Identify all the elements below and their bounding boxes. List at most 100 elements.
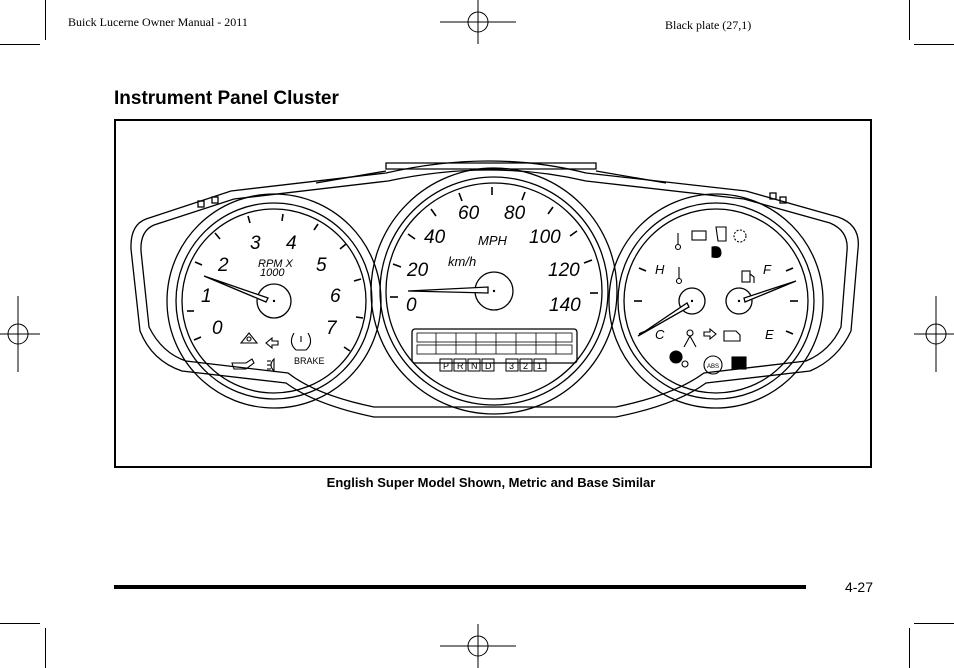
abs-icon bbox=[703, 355, 723, 375]
tachometer-hub-pin bbox=[272, 299, 276, 303]
tachometer-number: 5 bbox=[316, 255, 327, 276]
door-ajar-icon bbox=[715, 226, 727, 242]
prnd-letter: 1 bbox=[537, 361, 542, 371]
registration-mark bbox=[440, 0, 516, 44]
tachometer-needle bbox=[203, 275, 269, 303]
trim-tab bbox=[769, 192, 777, 200]
speedometer-number: 60 bbox=[458, 203, 480, 224]
speedometer-number: 100 bbox=[529, 227, 561, 248]
trim-tab bbox=[779, 196, 787, 204]
registration-mark bbox=[440, 624, 516, 668]
tachometer-number: 3 bbox=[250, 233, 261, 254]
brake-warning-label: BRAKE bbox=[294, 356, 325, 366]
page-number: 4-27 bbox=[844, 579, 873, 595]
speedometer-needle bbox=[407, 286, 489, 294]
speedometer-face bbox=[385, 182, 603, 400]
battery-icon bbox=[691, 230, 707, 241]
prnd-letter: 2 bbox=[523, 361, 528, 371]
message-display bbox=[411, 328, 578, 364]
coolant-temp-icon bbox=[674, 233, 682, 251]
right-gauge-face bbox=[623, 208, 809, 394]
abs-label: ABS bbox=[707, 364, 719, 370]
temp-hub-pin bbox=[690, 299, 694, 303]
tachometer-number: 0 bbox=[212, 318, 223, 339]
display-segments bbox=[416, 332, 573, 355]
fuel-full-label: F bbox=[763, 262, 772, 277]
section-title: Instrument Panel Cluster bbox=[114, 88, 339, 109]
prnd-letter: D bbox=[485, 361, 492, 371]
tire-pressure-icon bbox=[290, 332, 312, 351]
speedometer-bezel bbox=[379, 176, 609, 406]
instrument-cluster-illustration: 0 1 2 3 4 5 6 7 RPM X 1000 BRAKE 0 20 40… bbox=[130, 160, 859, 418]
tachometer-ticks bbox=[187, 213, 364, 352]
cluster-housing-outline bbox=[130, 160, 859, 418]
crop-mark bbox=[45, 628, 46, 668]
temp-gauge-hub bbox=[678, 287, 706, 315]
traction-icon bbox=[733, 229, 747, 243]
speedometer-number: 80 bbox=[504, 203, 526, 224]
check-engine-icon bbox=[723, 330, 741, 342]
top-trim-strip bbox=[315, 170, 667, 184]
prnd-letter: P bbox=[443, 361, 449, 371]
tachometer-number: 7 bbox=[326, 318, 338, 339]
fuel-gauge-hub bbox=[725, 287, 753, 315]
crop-mark bbox=[914, 623, 954, 624]
cluster-figure: 0 1 2 3 4 5 6 7 RPM X 1000 BRAKE 0 20 40… bbox=[114, 119, 872, 468]
right-gauge-bezel bbox=[617, 202, 815, 400]
prnd-letter: R bbox=[457, 361, 464, 371]
registration-mark bbox=[0, 296, 40, 372]
turn-signal-left-icon bbox=[265, 336, 279, 350]
cluster-housing-inner bbox=[140, 169, 848, 408]
temp-hot-label: H bbox=[655, 262, 665, 277]
fuel-empty-label: E bbox=[765, 327, 774, 342]
headlamp-icon bbox=[711, 246, 722, 258]
registration-mark bbox=[914, 296, 954, 372]
tachometer-face bbox=[181, 208, 367, 394]
crop-mark bbox=[45, 0, 46, 40]
airbag-icon bbox=[669, 350, 689, 368]
speedometer-number: 20 bbox=[406, 260, 429, 281]
prnd-letter: 3 bbox=[509, 361, 514, 371]
speedometer-number: 0 bbox=[406, 295, 417, 316]
oil-pressure-icon bbox=[231, 358, 255, 370]
crop-mark bbox=[914, 44, 954, 45]
prnd-indicator bbox=[439, 358, 547, 372]
fuel-pump-icon bbox=[741, 270, 755, 283]
footer-rule bbox=[114, 585, 806, 589]
tachometer-hub bbox=[256, 283, 292, 319]
speedometer-unit-kmh: km/h bbox=[448, 254, 476, 269]
speedometer-number: 140 bbox=[549, 295, 581, 316]
plate-label: Black plate (27,1) bbox=[665, 18, 752, 32]
tachometer-number: 1 bbox=[201, 286, 212, 307]
coolant-temp-icon bbox=[675, 267, 683, 285]
running-header: Buick Lucerne Owner Manual - 2011 bbox=[68, 15, 248, 29]
right-gauge-bezel-outer bbox=[608, 193, 824, 409]
tachometer-number: 4 bbox=[286, 233, 297, 254]
prnd-letter: N bbox=[471, 361, 478, 371]
tachometer-number: 6 bbox=[330, 286, 341, 307]
speedometer-number: 40 bbox=[424, 227, 446, 248]
speedometer-unit-mph: MPH bbox=[478, 233, 508, 248]
fuel-hub-pin bbox=[737, 299, 741, 303]
fuel-needle bbox=[743, 280, 797, 303]
temp-cold-label: C bbox=[655, 327, 665, 342]
crop-mark bbox=[909, 628, 910, 668]
top-trim-strip bbox=[385, 162, 597, 170]
seatbelt-icon bbox=[683, 329, 697, 348]
fog-lamp-icon bbox=[267, 357, 275, 373]
tachometer-number: 2 bbox=[217, 255, 229, 276]
cruise-icon bbox=[731, 356, 747, 370]
security-icon bbox=[239, 332, 259, 344]
crop-mark bbox=[0, 623, 40, 624]
speedometer-hub-pin bbox=[492, 289, 496, 293]
crop-mark bbox=[0, 44, 40, 45]
speedometer-bezel-outer bbox=[370, 167, 618, 415]
figure-caption: English Super Model Shown, Metric and Ba… bbox=[326, 475, 656, 490]
trim-tab bbox=[197, 200, 205, 208]
crop-mark bbox=[909, 0, 910, 40]
tachometer-unit-multiplier: 1000 bbox=[260, 267, 285, 279]
speedometer-ticks bbox=[390, 187, 598, 298]
temp-needle bbox=[637, 302, 690, 337]
trim-tab bbox=[211, 196, 219, 204]
tachometer-unit-label: RPM X bbox=[258, 258, 294, 270]
